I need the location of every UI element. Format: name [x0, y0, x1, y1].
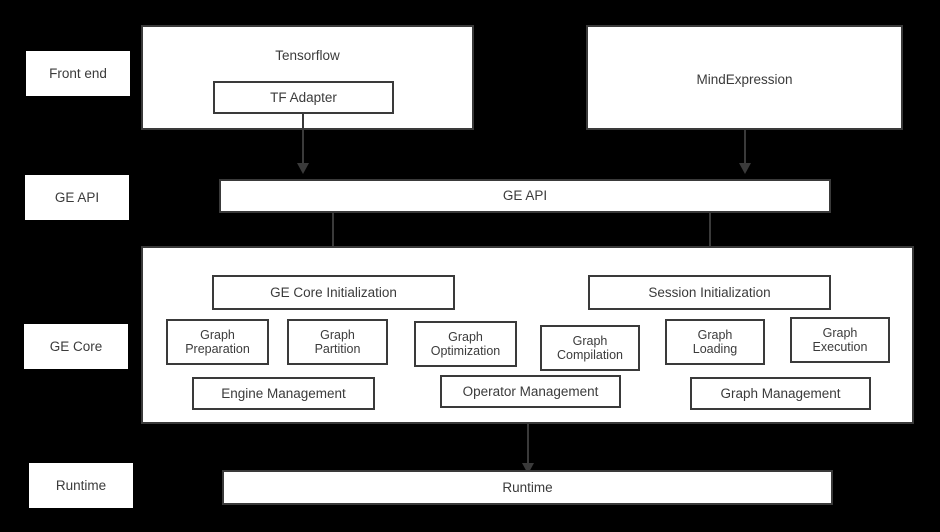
layer-label-ge-api: GE API [25, 175, 129, 220]
tf-adapter-box[interactable]: TF Adapter [213, 81, 394, 114]
connector-ge-api-to-session-init [709, 213, 711, 261]
module-graph-execution[interactable]: Graph Execution [790, 317, 890, 363]
arrowhead-mindexpression-to-ge-api [739, 163, 751, 174]
layer-label-ge-core: GE Core [24, 324, 128, 369]
arrowhead-ge-core-to-runtime [522, 463, 534, 474]
manager-engine-management[interactable]: Engine Management [192, 377, 375, 410]
mindexpression-group[interactable]: MindExpression [586, 25, 903, 130]
module-graph-partition[interactable]: Graph Partition [287, 319, 388, 365]
manager-graph-management[interactable]: Graph Management [690, 377, 871, 410]
ge-core-initialization-box[interactable]: GE Core Initialization [212, 275, 455, 310]
connector-ge-core-to-runtime [527, 424, 529, 464]
ge-api-bar[interactable]: GE API [219, 179, 831, 213]
layer-label-front-end: Front end [26, 51, 130, 96]
connector-mindexpression-to-ge-api [744, 130, 746, 164]
module-graph-optimization[interactable]: Graph Optimization [414, 321, 517, 367]
tensorflow-group[interactable]: Tensorflow [141, 25, 474, 130]
module-graph-loading[interactable]: Graph Loading [665, 319, 765, 365]
module-graph-preparation[interactable]: Graph Preparation [166, 319, 269, 365]
connector-ge-api-to-ge-core-init [332, 213, 334, 261]
mindexpression-title: MindExpression [696, 72, 793, 87]
session-initialization-box[interactable]: Session Initialization [588, 275, 831, 310]
runtime-bar[interactable]: Runtime [222, 470, 833, 505]
arrowhead-tf-adapter-to-ge-api [297, 163, 309, 174]
module-graph-compilation[interactable]: Graph Compilation [540, 325, 640, 371]
manager-operator-management[interactable]: Operator Management [440, 375, 621, 408]
layer-label-runtime: Runtime [29, 463, 133, 508]
tensorflow-title: Tensorflow [275, 48, 340, 63]
connector-tf-adapter-to-ge-api [302, 114, 304, 164]
